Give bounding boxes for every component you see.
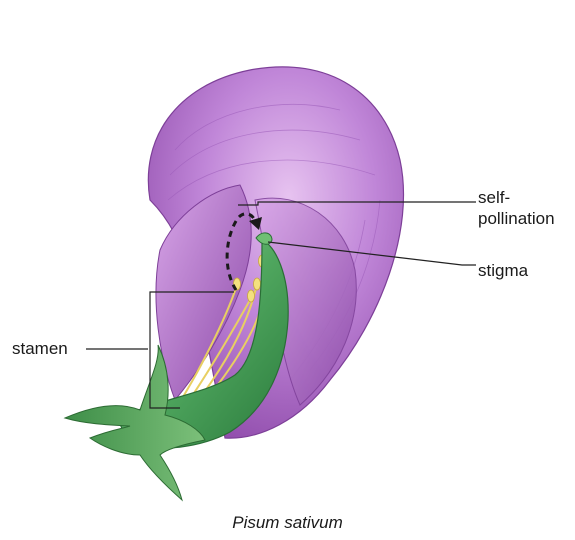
stamen-label: stamen [12,338,68,359]
self-pollination-label-line2: pollination [478,208,555,229]
self-pollination-label: self- pollination [478,187,555,229]
species-caption: Pisum sativum [0,513,575,533]
self-pollination-label-line1: self- [478,187,555,208]
stigma-label: stigma [478,260,528,281]
